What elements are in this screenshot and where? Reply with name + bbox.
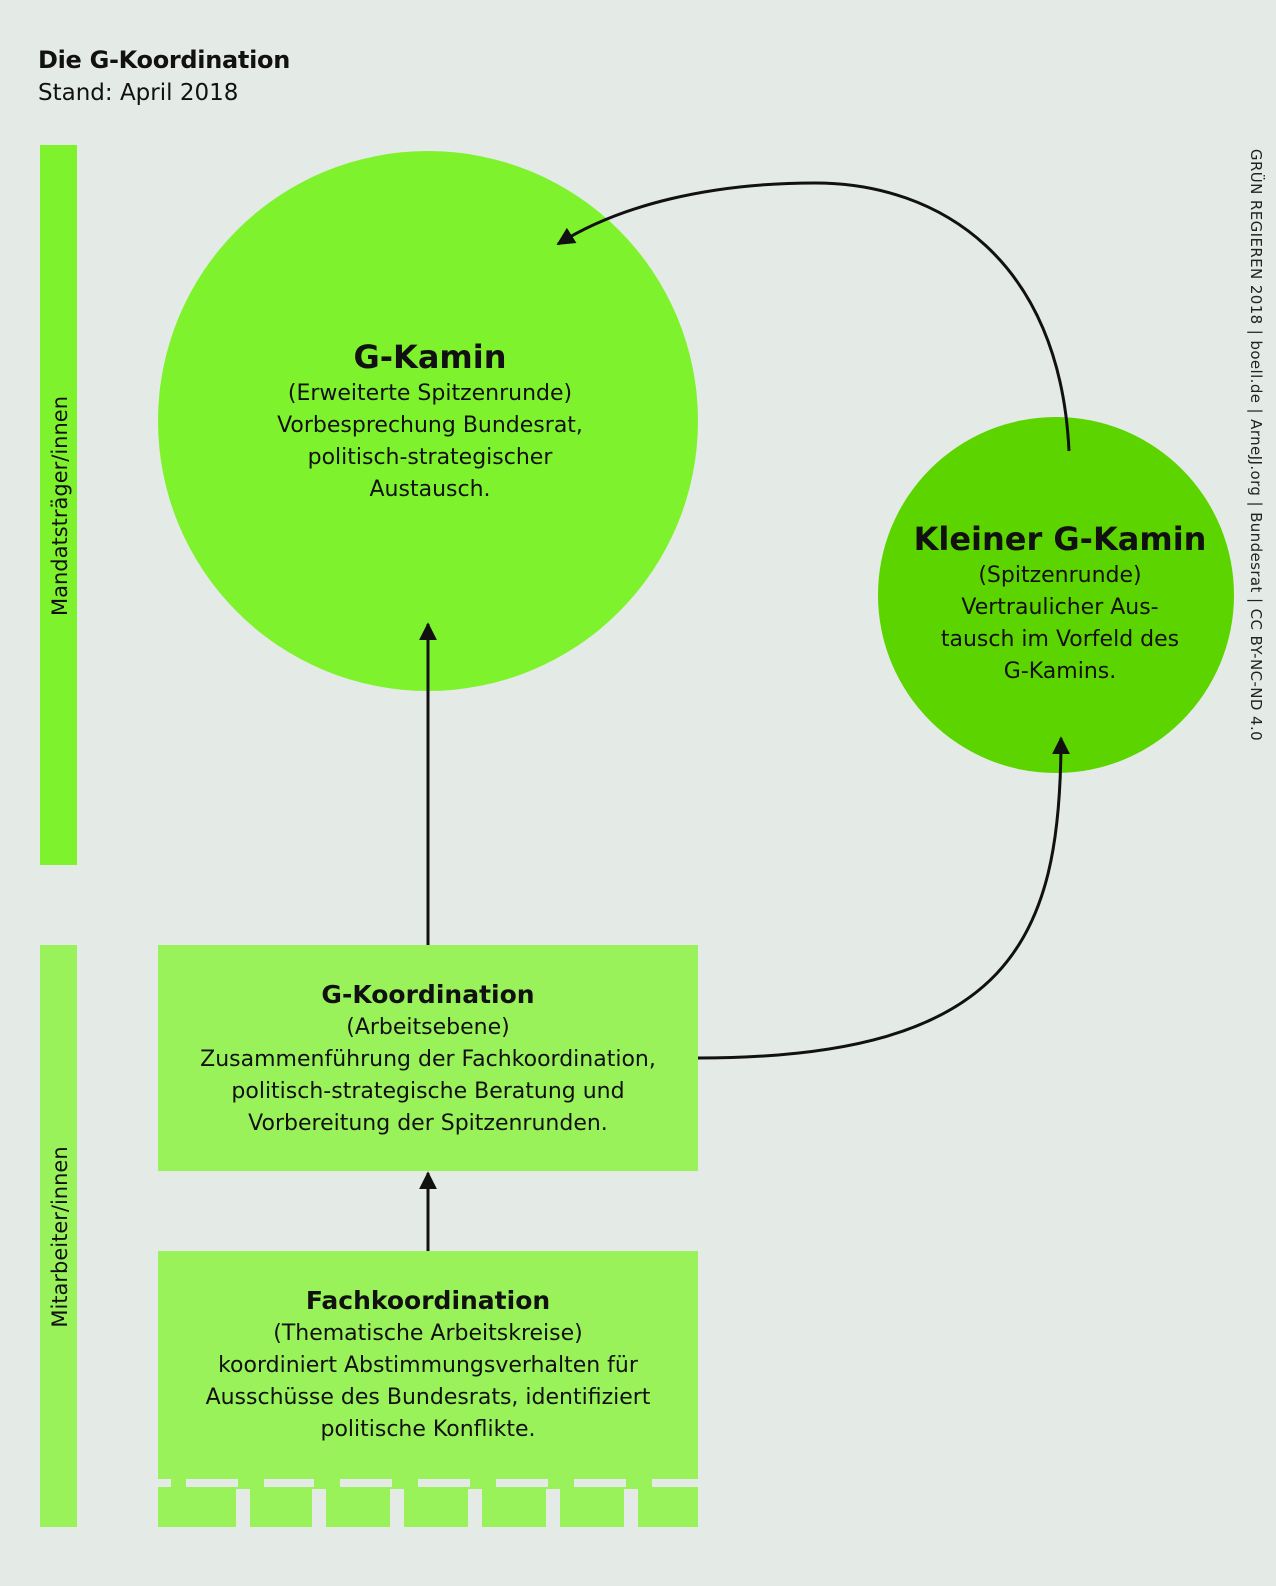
kleiner-g-kamin-text: Kleiner G-Kamin (Spitzenrunde) Vertrauli… <box>895 518 1225 688</box>
arrow-gkoordination-to-kleiner-gkamin <box>697 736 1070 1060</box>
g-kamin-circle <box>158 151 698 691</box>
g-kamin-line: Austausch. <box>369 477 491 502</box>
kleiner-g-kamin-line: Vertraulicher Aus- <box>961 595 1159 620</box>
g-koordination-line: Vorbereitung der Spitzenrunden. <box>248 1111 608 1136</box>
g-kamin-line: Vorbesprechung Bundesrat, <box>277 413 583 438</box>
g-koordination-line: politisch-strategische Beratung und <box>231 1079 625 1104</box>
fachkoordination-line: politische Konflikte. <box>320 1417 536 1442</box>
g-kamin-line: (Erweiterte Spitzenrunde) <box>287 381 573 406</box>
kleiner-g-kamin-line: tausch im Vorfeld des <box>940 627 1180 652</box>
g-kamin-line: politisch-strategischer <box>307 445 553 470</box>
page-subtitle: Stand: April 2018 <box>38 80 239 106</box>
arrow-kleiner-gkamin-to-gkamin <box>556 181 1071 452</box>
g-kamin-title: G-Kamin <box>353 338 507 376</box>
mandatstraeger-bar <box>40 145 77 865</box>
g-koordination-text: G-Koordination (Arbeitsebene) Zusammenfü… <box>158 978 698 1140</box>
g-koordination-box <box>158 945 698 1171</box>
page-title: Die G-Koordination <box>38 46 290 74</box>
kleiner-g-kamin-title: Kleiner G-Kamin <box>913 520 1207 558</box>
g-koordination-line: Zusammenführung der Fachkoordination, <box>200 1047 656 1072</box>
fachkoordination-text: Fachkoordination (Thematische Arbeitskre… <box>158 1284 698 1446</box>
mitarbeiter-bar <box>40 945 77 1527</box>
fachkoordination-line: (Thematische Arbeitskreise) <box>273 1321 583 1346</box>
g-koordination-title: G-Koordination <box>321 980 535 1009</box>
kleiner-g-kamin-circle <box>878 417 1234 773</box>
g-kamin-text: G-Kamin (Erweiterte Spitzenrunde) Vorbes… <box>180 336 680 506</box>
fachkoordination-line: koordiniert Abstimmungsverhalten für <box>218 1353 638 1378</box>
g-koordination-line: (Arbeitsebene) <box>346 1015 510 1040</box>
fachkoordination-title: Fachkoordination <box>305 1286 551 1315</box>
fachkoordination-separators <box>158 1479 698 1487</box>
kleiner-g-kamin-line: (Spitzenrunde) <box>978 563 1142 588</box>
kleiner-g-kamin-line: G-Kamins. <box>1003 659 1117 684</box>
fachkoordination-line: Ausschüsse des Bundesrats, identifiziert <box>205 1385 651 1410</box>
